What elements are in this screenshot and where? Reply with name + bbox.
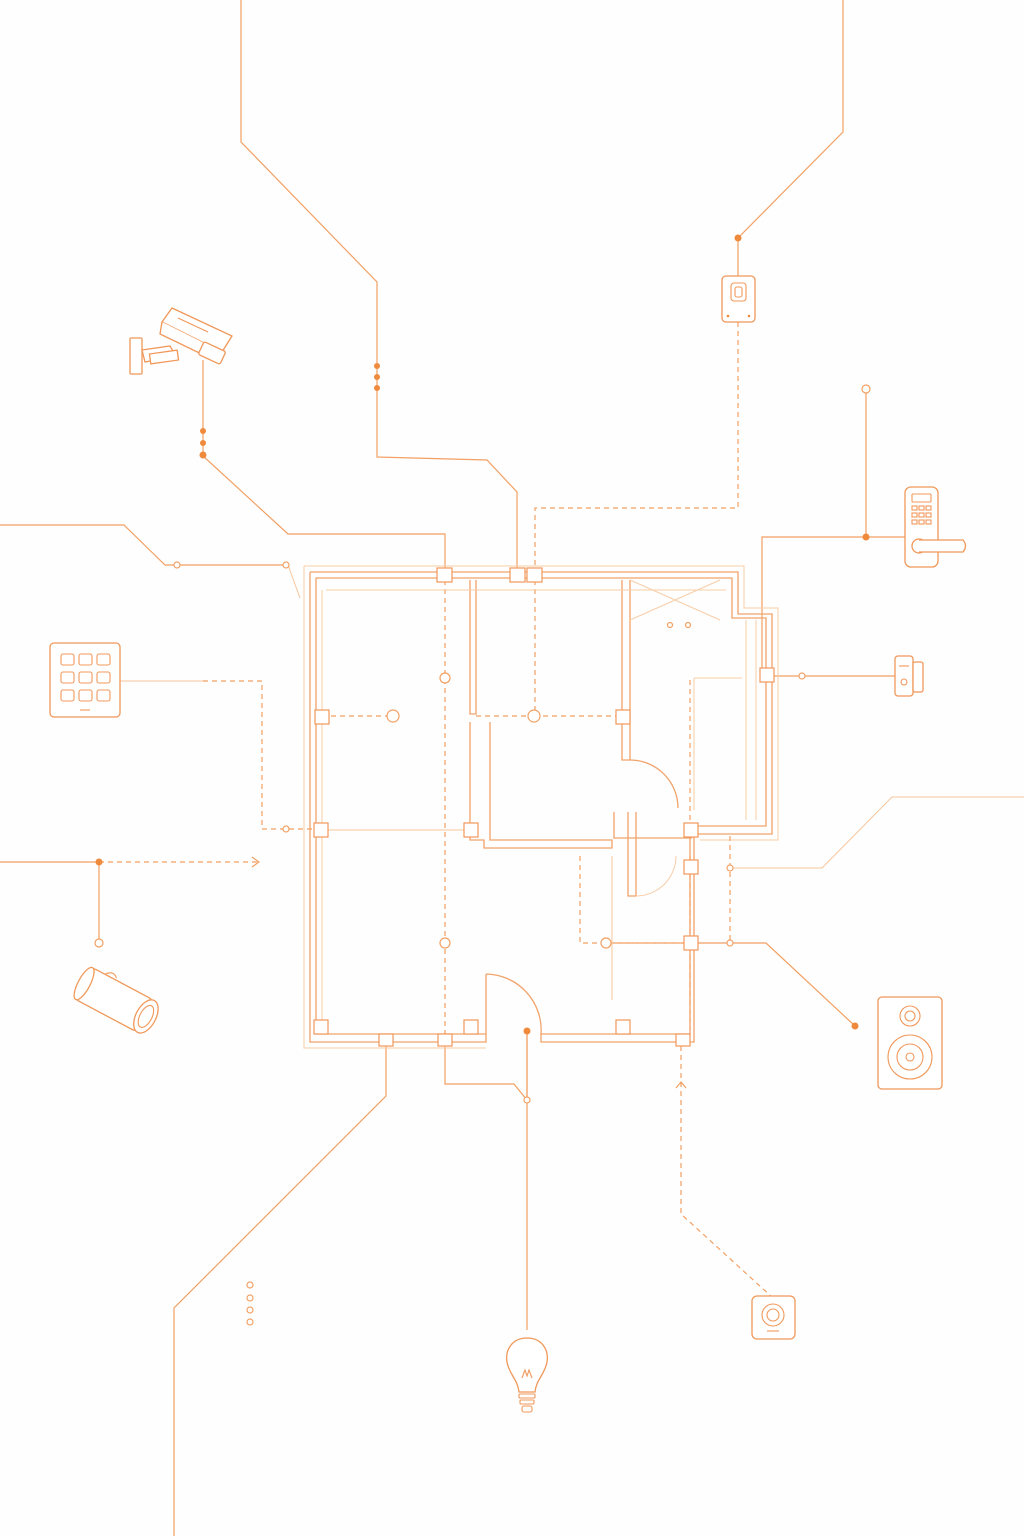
wall-switch-icon [721,275,756,323]
floor-plan [303,565,779,1049]
keypad-door-lock-icon [904,486,967,568]
connection-nodes [94,234,871,1326]
keypad-panel-icon [49,642,121,718]
junction-boxes [313,567,775,1047]
door-sensor-icon [894,655,924,697]
cctv-camera-icon [129,307,233,375]
speaker-icon [877,996,943,1090]
bullet-camera-icon [73,966,159,1034]
thermostat-dial-icon [751,1295,796,1340]
light-bulb-icon [506,1337,548,1413]
